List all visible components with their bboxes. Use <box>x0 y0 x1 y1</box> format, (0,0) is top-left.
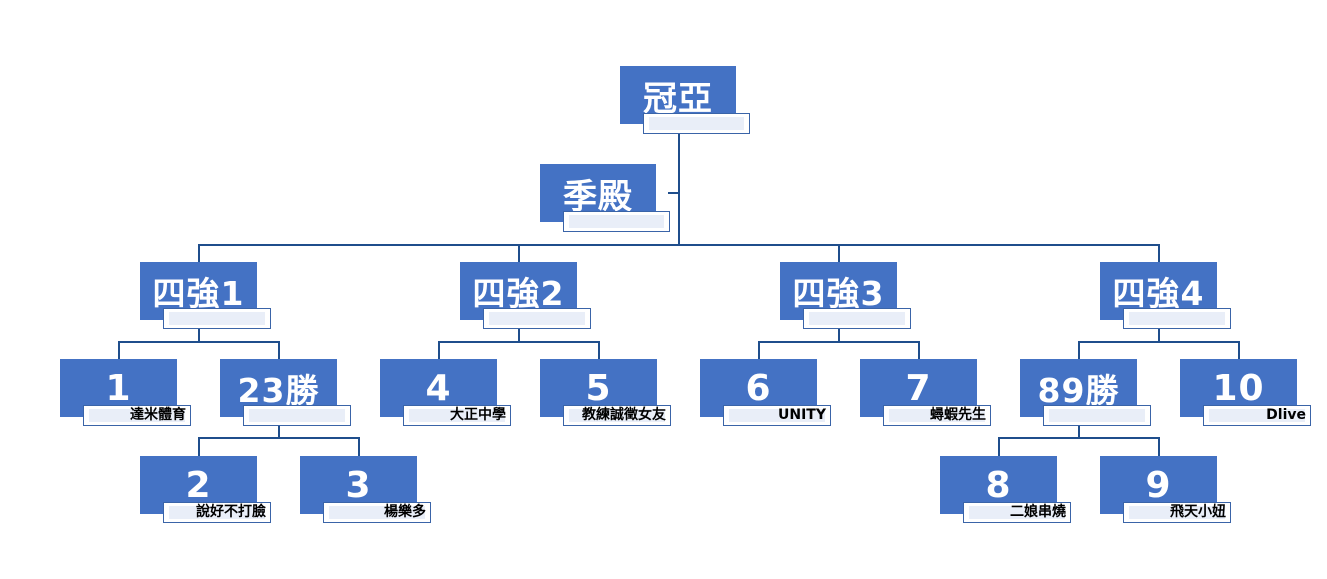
quarter-title: 89勝 <box>1020 359 1137 417</box>
final-team-label <box>643 113 750 134</box>
quarter-team-label: 達米體育 <box>83 405 191 426</box>
connector-line <box>1238 341 1240 359</box>
first-round-team-label: 二娘串燒 <box>963 502 1071 523</box>
first-round-team-label: 飛天小妞 <box>1123 502 1231 523</box>
connector-line <box>998 437 1160 439</box>
connector-line <box>198 437 360 439</box>
connector-line <box>1078 341 1240 343</box>
connector-line <box>278 426 280 438</box>
connector-line <box>678 134 680 246</box>
connector-line <box>198 437 200 456</box>
connector-line <box>838 244 840 262</box>
semi-team-label <box>163 308 271 329</box>
connector-line <box>118 341 120 359</box>
connector-line <box>1158 328 1160 342</box>
quarter-team-label: 蟳蝦先生 <box>883 405 991 426</box>
connector-line <box>668 192 679 194</box>
connector-line <box>598 341 600 359</box>
connector-line <box>1078 426 1080 438</box>
connector-line <box>1158 244 1160 262</box>
connector-line <box>198 244 200 262</box>
semi-team-label <box>803 308 911 329</box>
first-round-team-label: 楊樂多 <box>323 502 431 523</box>
connector-line <box>518 328 520 342</box>
quarter-team-label: 教練誠徵女友 <box>563 405 671 426</box>
connector-line <box>198 244 1160 246</box>
connector-line <box>278 341 280 359</box>
connector-line <box>1158 437 1160 456</box>
connector-line <box>1078 341 1080 359</box>
semi-team-label <box>483 308 591 329</box>
connector-line <box>918 341 920 359</box>
connector-line <box>198 328 200 342</box>
connector-line <box>118 341 280 343</box>
connector-line <box>758 341 920 343</box>
quarter-team-label: 大正中學 <box>403 405 511 426</box>
connector-line <box>998 437 1000 456</box>
quarter-team-label: Dlive <box>1203 405 1311 426</box>
semi-team-label <box>1123 308 1231 329</box>
first-round-team-label: 說好不打臉 <box>163 502 271 523</box>
connector-line <box>838 328 840 342</box>
connector-line <box>438 341 440 359</box>
connector-line <box>758 341 760 359</box>
connector-line <box>358 437 360 456</box>
quarter-team-label <box>1043 405 1151 426</box>
quarter-team-label <box>243 405 351 426</box>
third-place-team-label <box>563 211 670 232</box>
connector-line <box>438 341 600 343</box>
connector-line <box>518 244 520 262</box>
quarter-team-label: UNITY <box>723 405 831 426</box>
